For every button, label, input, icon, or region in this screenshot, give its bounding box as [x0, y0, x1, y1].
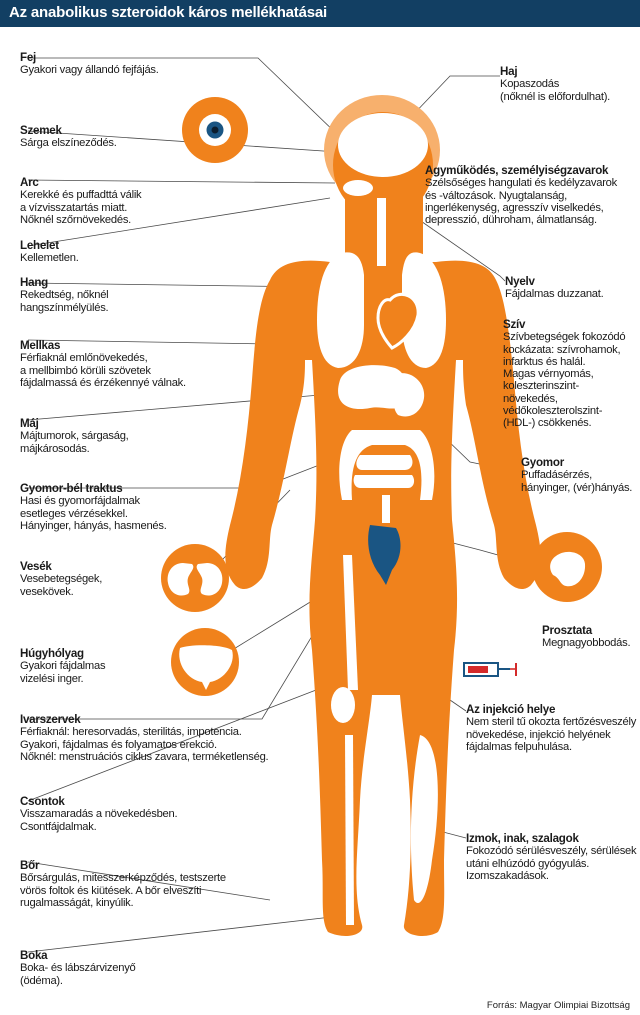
label-prosztata: Prosztata Megnagyobbodás.: [542, 624, 631, 650]
label-gyomor: Gyomor Puffadásérzés, hányinger, (vér)há…: [521, 456, 633, 494]
label-lehelet: Lehelet Kellemetlen.: [20, 239, 79, 265]
source-credit: Forrás: Magyar Olimpiai Bizottság: [486, 1000, 630, 1011]
label-szemek: Szemek Sárga elszíneződés.: [20, 124, 117, 150]
eye-icon: [199, 114, 231, 146]
label-maj: Máj Májtumorok, sárgaság, májkárosodás.: [20, 417, 129, 455]
label-fej: Fej Gyakori vagy állandó fejfájás.: [20, 51, 159, 77]
label-bor: Bőr Bőrsárgulás, mitesszerképződés, test…: [20, 859, 226, 909]
label-gyomor-bel-traktus: Gyomor-bél traktus Hasi és gyomorfájdalm…: [20, 482, 167, 532]
label-injekcio-helye: Az injekció helye Nem steril tű okozta f…: [466, 703, 637, 753]
bladder-icon: [179, 645, 233, 690]
syringe-icon: [463, 662, 517, 677]
label-csontok: Csontok Visszamaradás a növekedésben. Cs…: [20, 795, 178, 833]
prostate-circle: [532, 532, 602, 602]
body-figure: [27, 57, 602, 953]
bladder-circle: [171, 628, 239, 696]
human-body-illustration: [225, 95, 541, 936]
prostate-icon: [550, 551, 586, 587]
label-haj: Haj Kopaszodás (nőknél is előfordulhat).: [500, 65, 611, 103]
label-arc: Arc Kerekké és puffadttá válik a vízviss…: [20, 176, 142, 226]
label-vesek: Vesék Vesebetegségek, vesekövek.: [20, 560, 103, 598]
label-boka: Boka Boka- és lábszárvizenyő (ödéma).: [20, 949, 136, 987]
label-nyelv: Nyelv Fájdalmas duzzanat.: [505, 275, 604, 301]
label-sziv: Szív Szívbetegségek fokozódó kockázata: …: [503, 318, 626, 430]
label-ivarszervek: Ivarszervek Férfiaknál: heresorvadás, st…: [20, 713, 269, 763]
label-izmok-inak-szalagok: Izmok, inak, szalagok Fokozódó sérülésve…: [466, 832, 637, 882]
label-hugyholyag: Húgyhólyag Gyakori fájdalmas vizelési in…: [20, 647, 106, 685]
eye-circle: [182, 97, 248, 163]
kidney-circle: [161, 544, 229, 612]
header-bar: Az anabolikus szteroidok káros mellékhat…: [0, 0, 640, 27]
label-mellkas: Mellkas Férfiaknál emlőnövekedés, a mell…: [20, 339, 186, 389]
page-title: Az anabolikus szteroidok káros mellékhat…: [9, 4, 327, 21]
kidney-icon: [167, 563, 223, 596]
label-hang: Hang Rekedtség, nőknél hangszínmélyülés.: [20, 276, 109, 314]
label-agymukodes: Agyműködés, személyiségzavarok Szélsőség…: [425, 164, 617, 227]
